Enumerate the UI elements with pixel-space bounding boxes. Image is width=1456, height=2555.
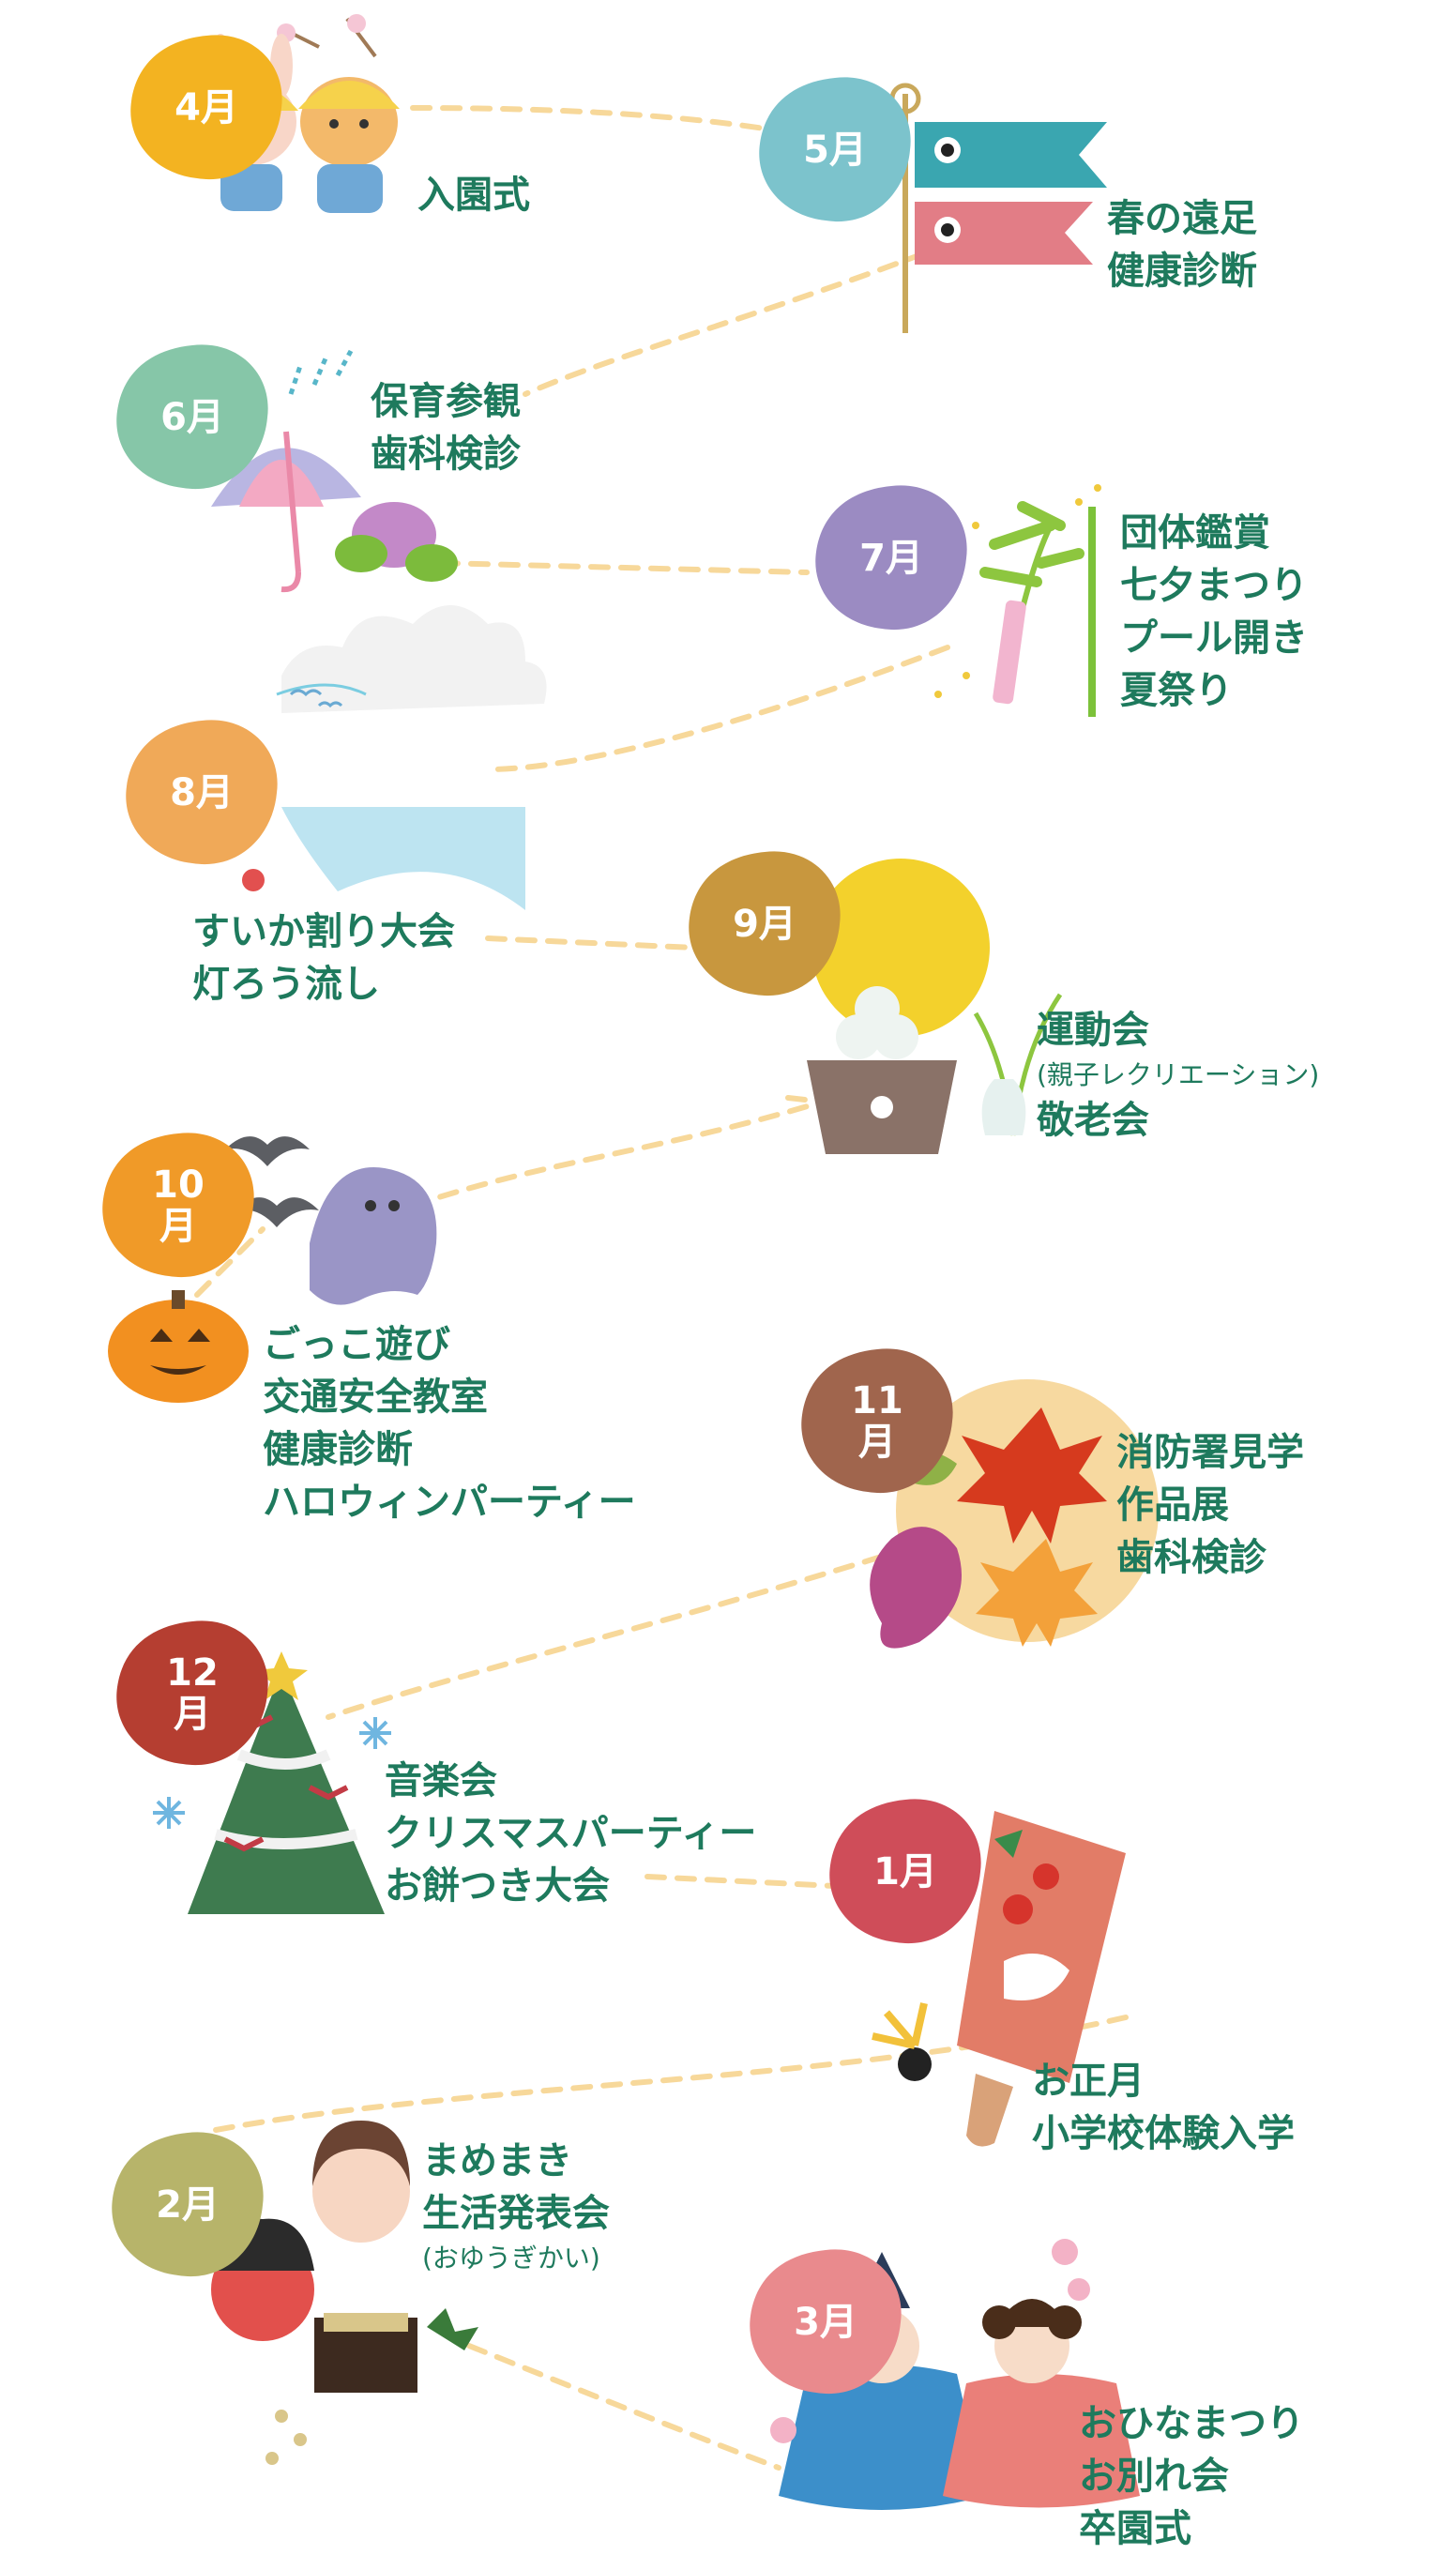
event-list-mar: おひなまつりお別れ会卒園式 xyxy=(1079,2397,1304,2555)
event-list-dec: 音楽会クリスマスパーティーお餅つき大会 xyxy=(385,1755,756,1912)
sea-cloud-icon xyxy=(242,605,547,910)
month-badge-jul: 7月 xyxy=(807,479,976,638)
event-item: 灯ろう流し xyxy=(192,963,380,1006)
event-item: 小学校体験入学 xyxy=(1032,2112,1295,2155)
event-list-jun: 保育参観歯科検診 xyxy=(371,375,521,480)
event-item: 健康診断 xyxy=(263,1428,413,1471)
event-item: (親子レクリエーション) xyxy=(1037,1059,1320,1090)
event-item: プール開き xyxy=(1120,616,1308,660)
event-item: 春の遠足 xyxy=(1107,197,1257,240)
month-badge-mar: 3月 xyxy=(741,2243,910,2402)
month-label: 4月 xyxy=(174,86,238,129)
oni-okame-beans-icon xyxy=(211,2121,478,2465)
event-list-jul: 団体鑑賞七夕まつりプール開き夏祭り xyxy=(1088,507,1308,717)
month-label: 1月 xyxy=(873,1850,937,1893)
timeline-path xyxy=(194,105,1129,2471)
event-item: 敬老会 xyxy=(1037,1099,1149,1142)
event-item: すいか割り大会 xyxy=(192,910,455,953)
month-badge-sep: 9月 xyxy=(680,844,849,1004)
event-item: 七夕まつり xyxy=(1120,564,1308,607)
event-item: 交通安全教室 xyxy=(263,1376,488,1419)
month-label: 6月 xyxy=(160,396,224,439)
event-item: ごっこ遊び xyxy=(263,1323,450,1366)
event-item: 生活発表会 xyxy=(422,2192,610,2235)
event-item: 作品展 xyxy=(1116,1483,1229,1527)
month-badge-dec: 12月 xyxy=(108,1614,277,1773)
month-badge-aug: 8月 xyxy=(117,713,286,873)
month-badge-jun: 6月 xyxy=(108,338,277,497)
carp-streamer-icon xyxy=(889,83,1107,333)
month-badge-apr: 4月 xyxy=(122,28,291,188)
event-item: 消防署見学 xyxy=(1116,1431,1304,1474)
month-label: 3月 xyxy=(794,2301,857,2344)
month-badge-nov: 11月 xyxy=(793,1342,962,1501)
event-list-apr: 入園式 xyxy=(417,169,530,221)
month-label: 12月 xyxy=(166,1651,219,1736)
month-badge-may: 5月 xyxy=(751,70,919,230)
ghost-bats-pumpkin-icon xyxy=(108,1136,437,1403)
event-list-nov: 消防署見学作品展歯科検診 xyxy=(1116,1426,1304,1584)
event-item: お正月 xyxy=(1032,2060,1145,2103)
month-label: 7月 xyxy=(859,537,923,580)
month-badge-feb: 2月 xyxy=(103,2125,272,2285)
event-item: 音楽会 xyxy=(385,1759,497,1802)
event-item: クリスマスパーティー xyxy=(385,1812,757,1855)
month-badge-jan: 1月 xyxy=(821,1792,990,1952)
event-item: 歯科検診 xyxy=(1116,1536,1266,1579)
umbrella-hydrangea-icon xyxy=(211,349,458,593)
event-item: 夏祭り xyxy=(1120,669,1233,712)
event-list-sep: 運動会 (親子レクリエーション) 敬老会 xyxy=(1037,1004,1319,1147)
leaves-sweet-potato-icon xyxy=(870,1379,1159,1649)
event-item: お餅つき大会 xyxy=(385,1864,610,1908)
month-label: 8月 xyxy=(170,771,234,814)
event-list-feb: まめまき生活発表会 (おゆうぎかい) xyxy=(422,2135,610,2277)
hagoita-paddle-icon xyxy=(872,1811,1126,2147)
month-label: 11月 xyxy=(851,1379,903,1464)
bamboo-tanabata-icon xyxy=(934,484,1101,705)
event-list-oct: ごっこ遊び交通安全教室健康診断ハロウィンパーティー xyxy=(263,1318,636,1528)
event-item: 団体鑑賞 xyxy=(1120,511,1270,555)
event-item: 入園式 xyxy=(417,174,530,217)
event-item: (おゆうぎかい) xyxy=(422,2243,600,2274)
month-badge-oct: 10月 xyxy=(94,1126,263,1285)
moon-dango-icon xyxy=(807,859,1063,1154)
event-list-jan: お正月小学校体験入学 xyxy=(1032,2055,1295,2160)
month-label: 9月 xyxy=(733,903,796,946)
event-item: ハロウィンパーティー xyxy=(263,1481,636,1524)
event-item: 保育参観 xyxy=(371,380,521,423)
event-list-aug: すいか割り大会灯ろう流し xyxy=(192,905,455,1011)
event-item: おひなまつり xyxy=(1079,2402,1304,2445)
event-item: 運動会 xyxy=(1037,1009,1149,1052)
event-item: お別れ会 xyxy=(1079,2455,1229,2498)
event-item: 健康診断 xyxy=(1107,250,1257,293)
event-item: 卒園式 xyxy=(1079,2507,1191,2550)
event-list-may: 春の遠足健康診断 xyxy=(1107,192,1257,297)
event-item: まめまき xyxy=(422,2139,572,2182)
month-label: 10月 xyxy=(152,1163,205,1248)
month-label: 2月 xyxy=(156,2183,220,2227)
month-label: 5月 xyxy=(803,129,867,172)
event-item: 歯科検診 xyxy=(371,433,521,476)
